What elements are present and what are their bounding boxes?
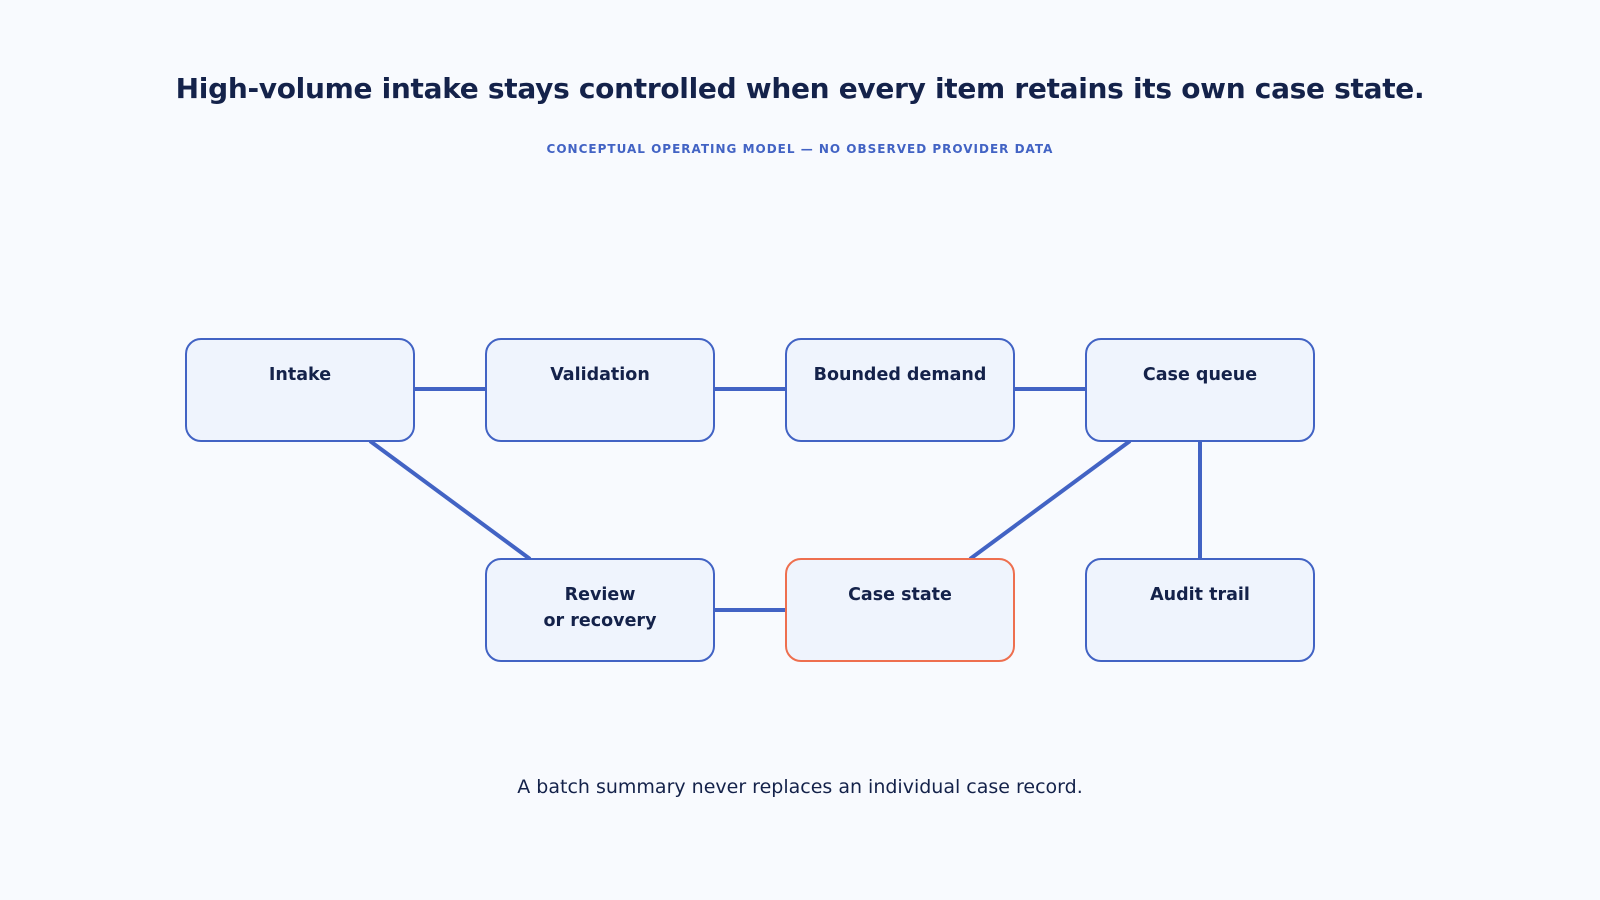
- connector-case-queue-case-state: [968, 439, 1132, 561]
- node-case-queue: Case queue: [1085, 338, 1315, 442]
- node-audit-trail: Audit trail: [1085, 558, 1315, 662]
- node-review-recovery: Review or recovery: [485, 558, 715, 662]
- footer-note: A batch summary never replaces an indivi…: [517, 776, 1083, 798]
- node-validation: Validation: [485, 338, 715, 442]
- node-case-state: Case state: [785, 558, 1015, 662]
- node-bounded-demand: Bounded demand: [785, 338, 1015, 442]
- node-intake: Intake: [185, 338, 415, 442]
- connector-intake-review: [368, 439, 532, 561]
- diagram-subtitle: CONCEPTUAL OPERATING MODEL — NO OBSERVED…: [546, 142, 1054, 156]
- diagram-title: High-volume intake stays controlled when…: [175, 72, 1425, 105]
